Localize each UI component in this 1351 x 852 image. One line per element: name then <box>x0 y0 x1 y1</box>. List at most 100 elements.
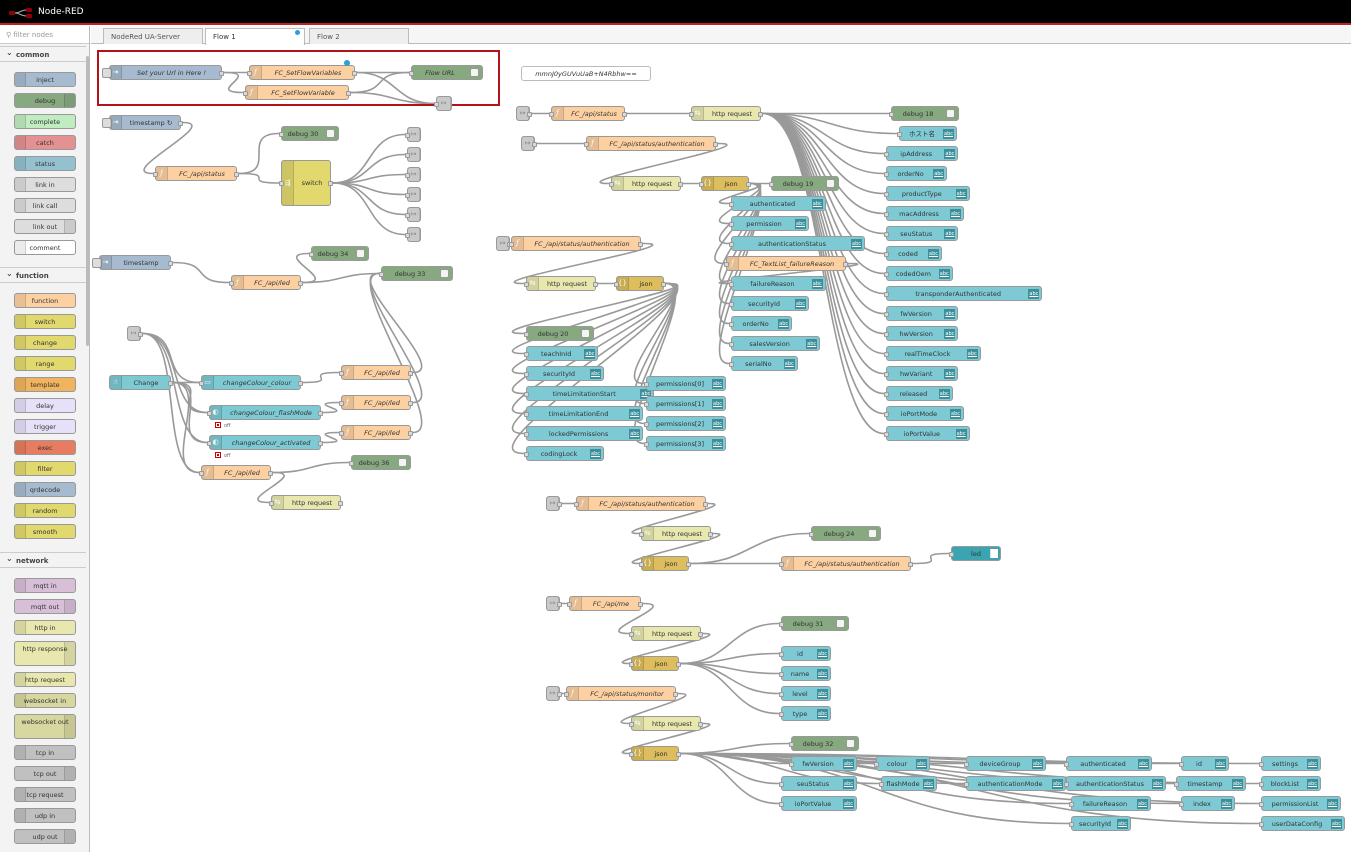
output-port[interactable] <box>698 721 703 727</box>
wire[interactable] <box>332 182 406 236</box>
input-port[interactable] <box>269 500 274 506</box>
output-port[interactable] <box>268 470 273 476</box>
wire[interactable] <box>631 502 716 535</box>
input-port[interactable] <box>779 691 784 697</box>
input-port[interactable] <box>779 621 784 627</box>
input-port[interactable] <box>629 721 634 727</box>
palette-node-comment[interactable]: comment <box>14 240 76 255</box>
wire[interactable] <box>223 71 244 94</box>
input-port[interactable] <box>884 351 889 357</box>
output-port[interactable] <box>698 631 703 637</box>
flow-node-json1[interactable]: {}json <box>699 176 751 191</box>
debug-toggle-button[interactable] <box>356 249 365 258</box>
input-port[interactable] <box>884 151 889 157</box>
palette-node-qrdecode[interactable]: qrdecode <box>14 482 76 497</box>
flow-node-json5[interactable]: {}json <box>629 746 681 761</box>
debug-toggle-button[interactable] <box>470 68 479 77</box>
output-port[interactable] <box>234 171 239 177</box>
palette-node-tcp-request[interactable]: tcp request <box>14 787 76 802</box>
input-port[interactable] <box>779 671 784 677</box>
link-node[interactable]: ↦ <box>434 96 452 111</box>
flow-node-dbg34[interactable]: debug 34 <box>309 246 369 261</box>
tab-flow-1[interactable]: Flow 1 <box>205 28 305 45</box>
output-port[interactable] <box>908 561 913 567</box>
output-port[interactable] <box>557 601 562 607</box>
output-port[interactable] <box>557 691 562 697</box>
input-port[interactable] <box>779 781 784 787</box>
palette-node-udp-out[interactable]: udp out <box>14 829 76 844</box>
palette-node-smooth[interactable]: smooth <box>14 524 76 539</box>
inject-button[interactable] <box>102 68 112 78</box>
flow-node-http6[interactable]: ⇆http request <box>629 716 703 731</box>
palette-node-tcp-out[interactable]: tcp out <box>14 766 76 781</box>
debug-toggle-button[interactable] <box>326 129 335 138</box>
flow-node-http4[interactable]: ⇆http request <box>639 526 713 541</box>
output-port[interactable] <box>678 181 683 187</box>
flow-node-flow-url[interactable]: Flow URL <box>409 65 483 80</box>
output-port[interactable] <box>638 601 643 607</box>
input-port[interactable] <box>779 711 784 717</box>
output-port[interactable] <box>318 440 323 446</box>
palette-node-trigger[interactable]: trigger <box>14 419 76 434</box>
flow-node-dbg19[interactable]: debug 19 <box>769 176 839 191</box>
input-port[interactable] <box>879 781 884 787</box>
input-port[interactable] <box>809 531 814 537</box>
flow-node-p0[interactable]: permissions[0]abc <box>644 376 726 391</box>
wire[interactable] <box>680 742 790 755</box>
wire[interactable] <box>631 532 721 565</box>
flow-node-p1[interactable]: permissions[1]abc <box>644 396 726 411</box>
input-port[interactable] <box>884 211 889 217</box>
input-port[interactable] <box>884 311 889 317</box>
flow-node-dbg24[interactable]: debug 24 <box>809 526 881 541</box>
output-port[interactable] <box>178 120 183 126</box>
output-port[interactable] <box>708 531 713 537</box>
output-port[interactable] <box>686 561 691 567</box>
input-port[interactable] <box>405 212 410 218</box>
flow-node-http5[interactable]: ⇆http request <box>629 626 703 641</box>
palette-node-template[interactable]: template <box>14 377 76 392</box>
wire[interactable] <box>621 632 711 665</box>
input-port[interactable] <box>339 370 344 376</box>
input-port[interactable] <box>247 70 252 76</box>
input-port[interactable] <box>644 401 649 407</box>
link-node[interactable]: ↦ <box>546 496 562 511</box>
output-port[interactable] <box>713 141 718 147</box>
flow-node-comment[interactable]: mmnJ0yGUVuUaB+N4Rbhw== <box>521 66 651 81</box>
wire[interactable] <box>143 121 193 175</box>
flow-node-dbg31[interactable]: debug 31 <box>779 616 849 631</box>
input-port[interactable] <box>884 271 889 277</box>
wire[interactable] <box>322 401 340 414</box>
flow-node-dbg36[interactable]: debug 36 <box>349 455 411 470</box>
debug-toggle-button[interactable] <box>868 529 877 538</box>
output-port[interactable] <box>676 661 681 667</box>
output-port[interactable] <box>168 260 173 266</box>
input-port[interactable] <box>1259 821 1264 827</box>
output-port[interactable] <box>843 261 848 267</box>
input-port[interactable] <box>689 111 694 117</box>
input-port[interactable] <box>153 171 158 177</box>
wire[interactable] <box>762 112 885 235</box>
inject-button[interactable] <box>92 258 102 268</box>
input-port[interactable] <box>729 361 734 367</box>
input-port[interactable] <box>644 381 649 387</box>
input-port[interactable] <box>1069 821 1074 827</box>
link-node[interactable]: ↦ <box>516 106 532 121</box>
wire[interactable] <box>350 71 410 94</box>
